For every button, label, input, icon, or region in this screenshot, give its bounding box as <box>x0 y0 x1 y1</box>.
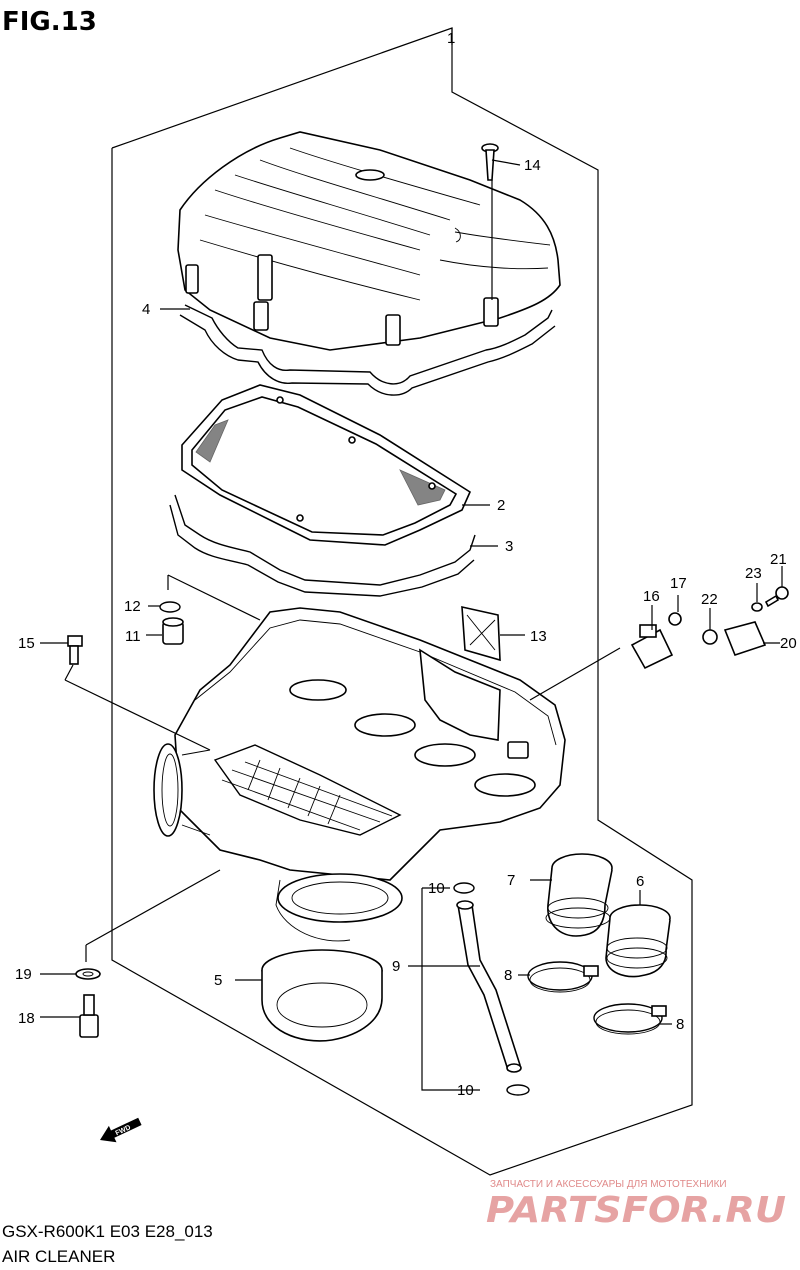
screw-14 <box>481 143 499 181</box>
air-cleaner-case <box>153 607 566 942</box>
screw-17 <box>668 612 682 626</box>
air-filter-element <box>181 384 472 546</box>
sensor-20 <box>723 621 767 656</box>
callout-labels: 1 2 3 4 5 6 7 8 8 9 10 10 11 12 13 14 15… <box>15 30 797 1099</box>
callout-13: 13 <box>530 628 547 645</box>
callout-8a: 8 <box>504 967 512 984</box>
callout-1: 1 <box>447 30 455 47</box>
figure-label: FIG.13 <box>2 7 97 37</box>
bolt-15 <box>67 635 83 665</box>
air-cleaner-cover <box>177 131 561 351</box>
washer-19 <box>75 968 101 980</box>
callout-11: 11 <box>125 628 141 645</box>
outlet-joint-7 <box>545 853 613 937</box>
callout-5: 5 <box>214 972 222 989</box>
callout-6: 6 <box>636 873 644 890</box>
drain-hose <box>456 900 522 1073</box>
diagram-title: AIR CLEANER <box>2 1247 115 1266</box>
cover-seal <box>179 304 556 396</box>
outlet-joint-6 <box>605 904 671 978</box>
clamp-upper <box>527 961 599 993</box>
callout-2: 2 <box>497 497 505 514</box>
callout-16: 16 <box>643 588 660 605</box>
clamp-lower <box>593 1003 667 1035</box>
cap-11 <box>162 617 184 645</box>
screw-21 <box>764 586 789 608</box>
fwd-label: FWD <box>115 1124 132 1137</box>
hose-clip-lower <box>506 1084 530 1096</box>
model-code: GSX-R600K1 E03 E28_013 <box>2 1222 213 1241</box>
watermark: ЗАПЧАСТИ И АКСЕССУАРЫ ДЛЯ МОТОТЕХНИКИ PA… <box>486 1179 786 1231</box>
sensor-16 <box>630 624 674 670</box>
sensor-18 <box>79 994 99 1038</box>
washer-23 <box>751 602 763 612</box>
fwd-arrow-icon: FWD <box>100 1117 142 1143</box>
leader-lines <box>40 28 783 1091</box>
callout-21: 21 <box>770 551 787 568</box>
callout-8b: 8 <box>676 1016 684 1033</box>
callout-9: 9 <box>392 958 400 975</box>
callout-14: 14 <box>524 157 541 174</box>
callout-17: 17 <box>670 575 687 592</box>
callout-19: 19 <box>15 966 32 983</box>
assembly-frame <box>111 27 693 1176</box>
callout-22: 22 <box>701 591 718 608</box>
callout-20: 20 <box>780 635 797 652</box>
watermark-tagline: ЗАПЧАСТИ И АКСЕССУАРЫ ДЛЯ МОТОТЕХНИКИ <box>490 1179 727 1190</box>
clip-12 <box>159 601 181 613</box>
callout-23: 23 <box>745 565 762 582</box>
callout-7: 7 <box>507 872 515 889</box>
watermark-brand: PARTSFOR.RU <box>486 1190 786 1231</box>
callout-15: 15 <box>18 635 35 652</box>
callout-3: 3 <box>505 538 513 555</box>
nut-22 <box>702 629 718 645</box>
callout-10b: 10 <box>457 1082 474 1099</box>
callout-18: 18 <box>18 1010 35 1027</box>
callout-10a: 10 <box>428 880 445 897</box>
callout-12: 12 <box>124 598 141 615</box>
inlet-duct <box>261 949 383 1042</box>
hose-clip-upper <box>453 882 475 894</box>
callout-4: 4 <box>142 301 150 318</box>
mesh-screen-13 <box>461 605 501 662</box>
filter-seal <box>169 494 476 597</box>
